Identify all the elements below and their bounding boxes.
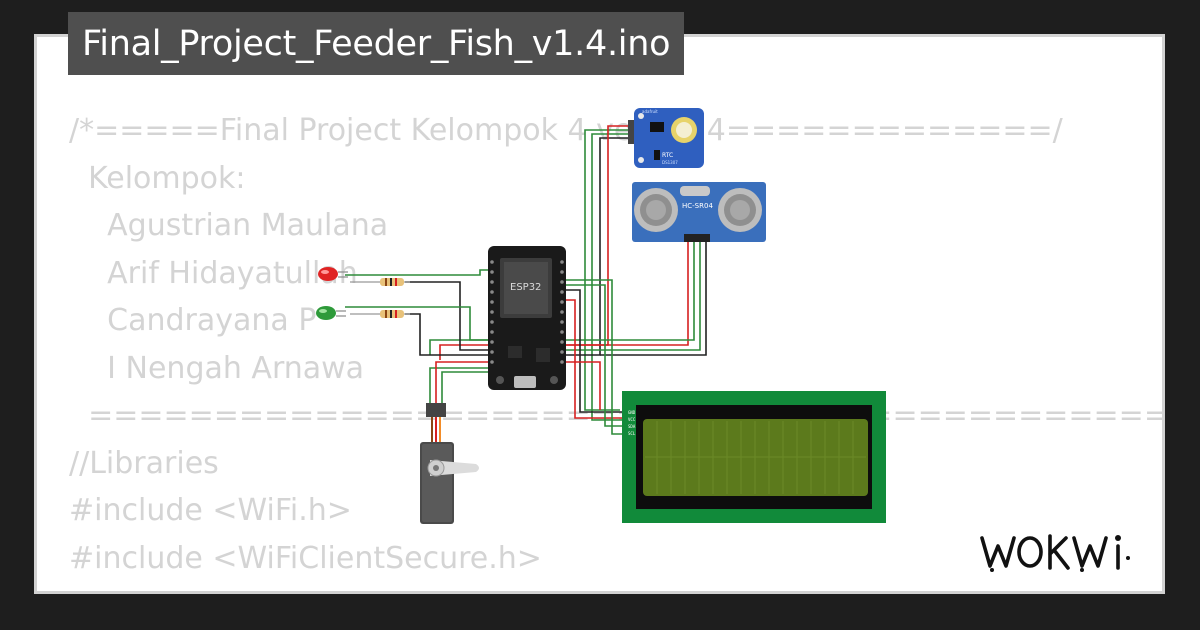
green-led-resistor: [350, 310, 410, 318]
ultrasonic-label: HC-SR04: [682, 202, 713, 210]
code-line: #include <WiFi.h>: [69, 493, 352, 528]
code-line: Agustrian Maulana: [69, 208, 389, 243]
lcd-pin-sda: SDA: [628, 424, 636, 429]
wokwi-logo: [980, 534, 1130, 572]
lcd-pin-vcc: VCC: [628, 417, 636, 422]
rtc-brand: adafruit: [642, 109, 658, 114]
rtc-chip-label: DS1307: [662, 160, 678, 165]
code-line: Candrayana P: [69, 303, 317, 338]
rtc-module: RTC DS1307 adafruit: [628, 108, 704, 168]
code-line: //Libraries: [69, 445, 219, 481]
green-led: [316, 306, 346, 320]
lcd-display: GND VCC SDA SCL: [622, 391, 886, 523]
red-led: [318, 267, 348, 281]
file-title: Final_Project_Feeder_Fish_v1.4.ino: [82, 23, 671, 64]
code-line: Kelompok:: [69, 160, 246, 196]
code-line: #include "ThingsBoard.h": [69, 582, 1162, 591]
preview-card: /*=====Final Project Kelompok 4 versi 1.…: [34, 34, 1165, 594]
lcd-pin-gnd: GND: [628, 410, 636, 415]
rtc-label: RTC: [662, 152, 673, 159]
lcd-pin-scl: SCL: [628, 431, 636, 436]
servo-motor: [420, 403, 479, 524]
esp32-label: ESP32: [510, 282, 541, 293]
code-background: /*=====Final Project Kelompok 4 versi 1.…: [69, 107, 1162, 591]
esp32-board: ESP32: [488, 246, 566, 390]
code-line: I Nengah Arnawa: [69, 350, 365, 386]
ultrasonic-sensor: HC-SR04: [632, 182, 766, 242]
file-title-bar: Final_Project_Feeder_Fish_v1.4.ino: [68, 12, 685, 75]
red-led-resistor: [350, 278, 410, 286]
code-line: #include <WiFiClientSecure.h>: [69, 540, 542, 576]
